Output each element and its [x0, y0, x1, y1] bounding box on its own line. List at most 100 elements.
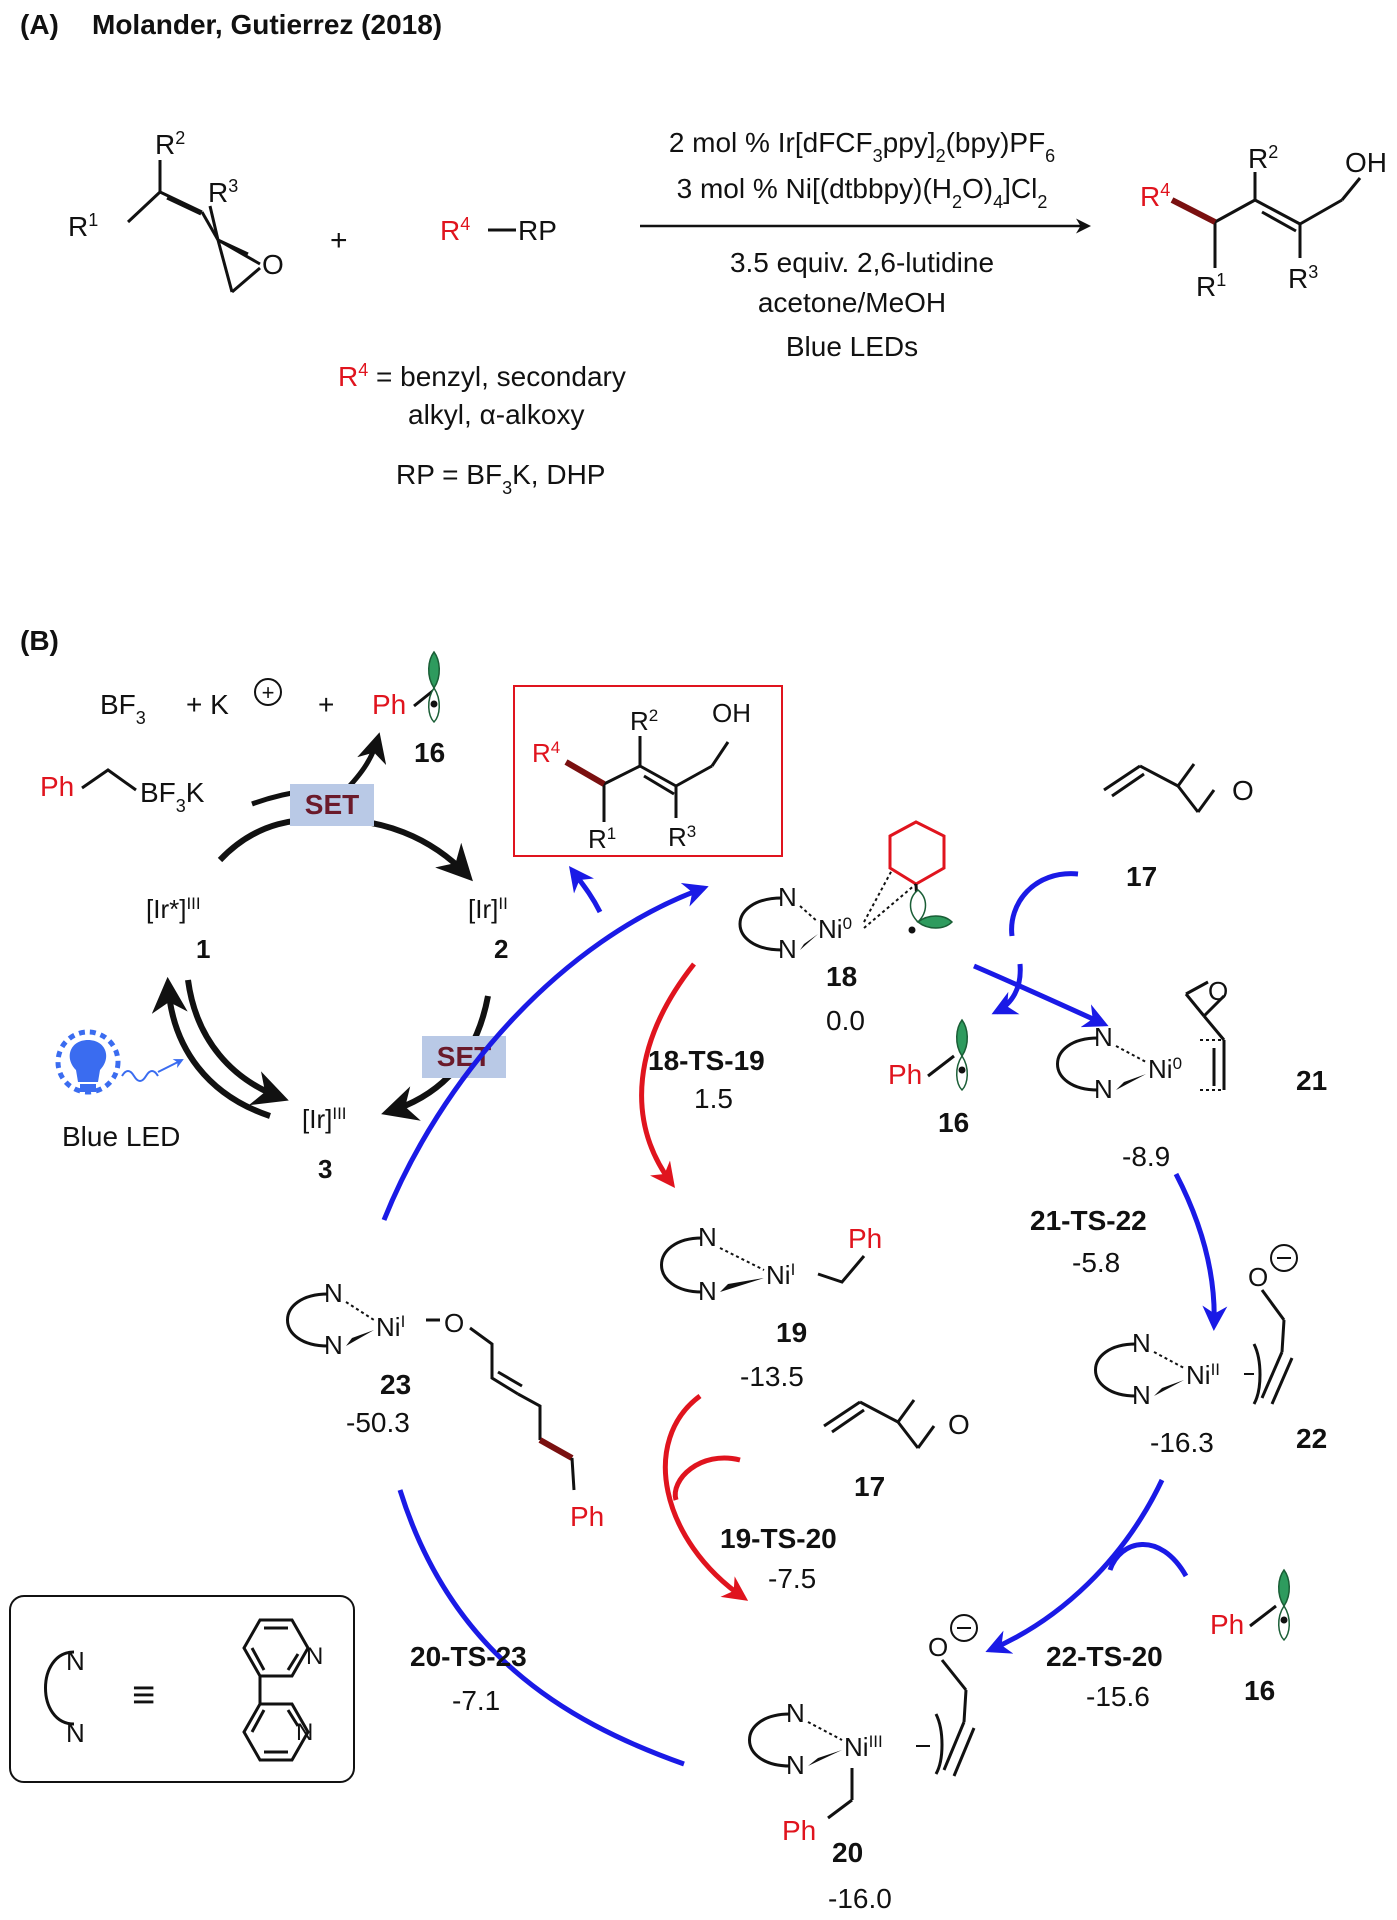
- radical-orbital-icon: [428, 650, 440, 724]
- svg-text:N: N: [778, 882, 797, 912]
- blue-led-label: Blue LED: [62, 1121, 180, 1152]
- conditions-catalyst-ir: 2 mol % Ir[dFCF3ppy]2(bpy)PF6: [669, 127, 1055, 166]
- ir-cycle-arc-left-up: [151, 976, 271, 1119]
- species-18-energy: 0.0: [826, 1005, 865, 1036]
- product-r1: R1: [1196, 270, 1226, 302]
- svg-text:N: N: [324, 1278, 343, 1308]
- product-new-bond: [1170, 197, 1217, 225]
- conditions-base: 3.5 equiv. 2,6-lutidine: [730, 247, 994, 278]
- cation-charge-icon: [254, 678, 282, 706]
- species-17-top-number: 17: [1126, 861, 1157, 892]
- legend-n-bottom: N: [66, 1718, 85, 1748]
- reagent-bonds: [81, 768, 137, 792]
- svg-text:NiII: NiII: [1186, 1360, 1220, 1391]
- svg-text:Ni0: Ni0: [1148, 1054, 1182, 1085]
- species-21: N N Ni0: [1056, 980, 1226, 1104]
- svg-text:O: O: [444, 1308, 464, 1338]
- legend-n-top: N: [66, 1646, 85, 1676]
- radical-orbital-bot-icon: [1278, 1568, 1290, 1642]
- svg-text:N: N: [1132, 1328, 1151, 1358]
- panel-b-label: (B): [20, 625, 59, 656]
- ts-19-20-label: 19-TS-20: [720, 1523, 837, 1554]
- ts-18-19-energy: 1.5: [694, 1083, 733, 1114]
- byproduct-k: + K: [186, 689, 229, 720]
- arrow-19-to-20: [662, 1393, 749, 1601]
- species-16-bot-ph: Ph: [1210, 1609, 1244, 1640]
- svg-text:Ph: Ph: [848, 1223, 882, 1254]
- light-wave-icon: [121, 1070, 159, 1082]
- species-18-number: 18: [826, 961, 857, 992]
- boxed-product-r1: R1: [588, 824, 616, 855]
- arrow-22-to-20: [985, 1478, 1165, 1654]
- conditions-catalyst-ni: 3 mol % Ni[(dtbbpy)(H2O)4]Cl2: [677, 173, 1048, 212]
- arrow-18-to-19: [639, 962, 696, 1189]
- species-16-bot-bond: [1249, 1604, 1277, 1628]
- substrate-r3: R3: [208, 176, 238, 208]
- product-allylic-alcohol: [1213, 172, 1362, 268]
- reagent-bf3k: BF3K: [140, 777, 205, 816]
- reagent-rp: RP: [518, 215, 557, 246]
- bipyridine-n-top: N: [306, 1643, 323, 1670]
- ts-22-20-label: 22-TS-20: [1046, 1641, 1163, 1672]
- svg-text:N: N: [786, 1698, 805, 1728]
- reagent-ph: Ph: [40, 771, 74, 802]
- scope-rp: RP = BF3K, DHP: [396, 459, 605, 498]
- panel-a-label: (A): [20, 9, 59, 40]
- set-label-top: SET: [305, 789, 359, 820]
- set-badge-top: [290, 784, 374, 826]
- ts-18-19-label: 18-TS-19: [648, 1045, 765, 1076]
- benzyl-radical-top-ph: Ph: [372, 689, 406, 720]
- species-16-mid-bond: [927, 1054, 955, 1078]
- radical-entry-arc-22: [1107, 1542, 1189, 1578]
- arrow-18-to-21: [973, 963, 1109, 1028]
- ir-iii-label: [Ir]III: [302, 1104, 347, 1135]
- ir-cycle-arc-left-down: [185, 979, 289, 1106]
- reagent-r4-rp: R4: [440, 214, 470, 246]
- species-17-top: [1103, 763, 1216, 813]
- svg-text:N: N: [778, 934, 797, 964]
- species-22-o: O: [1248, 1262, 1268, 1292]
- species-19-energy: -13.5: [740, 1361, 804, 1392]
- svg-text:Ni0: Ni0: [818, 914, 852, 945]
- boxed-product-new-bond: [564, 759, 606, 787]
- epoxide-entry-arc: [1009, 871, 1079, 937]
- species-16-mid-number: 16: [938, 1107, 969, 1138]
- ligand-legend-box: [9, 1595, 355, 1783]
- ir-ii-number: 2: [494, 934, 508, 964]
- svg-text:N: N: [698, 1222, 717, 1252]
- species-21-energy: -8.9: [1122, 1141, 1170, 1172]
- ts-19-20-energy: -7.5: [768, 1563, 816, 1594]
- substrate-r2: R2: [155, 128, 185, 160]
- ir-iii-number: 3: [318, 1154, 332, 1184]
- product-r4: R4: [1140, 180, 1170, 212]
- boxed-product-r4: R4: [532, 738, 560, 769]
- substrate-vinyl-epoxide: [126, 160, 261, 294]
- species-17-top-o: O: [1232, 775, 1254, 806]
- svg-text:N: N: [698, 1276, 717, 1306]
- species-23-number: 23: [380, 1369, 411, 1400]
- svg-text:N: N: [324, 1330, 343, 1360]
- substrate-r1: R1: [68, 210, 98, 242]
- panel-a-authors: Molander, Gutierrez (2018): [92, 9, 442, 40]
- svg-text:N: N: [1094, 1022, 1113, 1052]
- boxed-product-r3: R3: [668, 822, 696, 853]
- species-22: N N NiII: [1094, 1289, 1294, 1410]
- ir-excited-label: [Ir*]III: [146, 894, 201, 925]
- species-20-number: 20: [832, 1837, 863, 1868]
- product-release-arrow: [568, 866, 603, 914]
- ts-20-23-energy: -7.1: [452, 1685, 500, 1716]
- product-r2: R2: [1248, 142, 1278, 174]
- product-r3: R3: [1288, 262, 1318, 294]
- svg-text:Ph: Ph: [782, 1815, 816, 1846]
- svg-text:NiIII: NiIII: [844, 1732, 883, 1763]
- ts-21-22-label: 21-TS-22: [1030, 1205, 1147, 1236]
- species-18: N N Ni0: [738, 820, 954, 964]
- bipyridine-n-bottom: N: [296, 1719, 313, 1746]
- svg-text:N: N: [1132, 1380, 1151, 1410]
- byproduct-bf3: BF3: [100, 689, 146, 728]
- ir-cycle-arc-top-right: [329, 816, 473, 882]
- ni-cycle-arc-23-to-18: [381, 883, 709, 1221]
- species-21-o: O: [1208, 976, 1228, 1006]
- benzyl-radical-top-number: 16: [414, 737, 445, 768]
